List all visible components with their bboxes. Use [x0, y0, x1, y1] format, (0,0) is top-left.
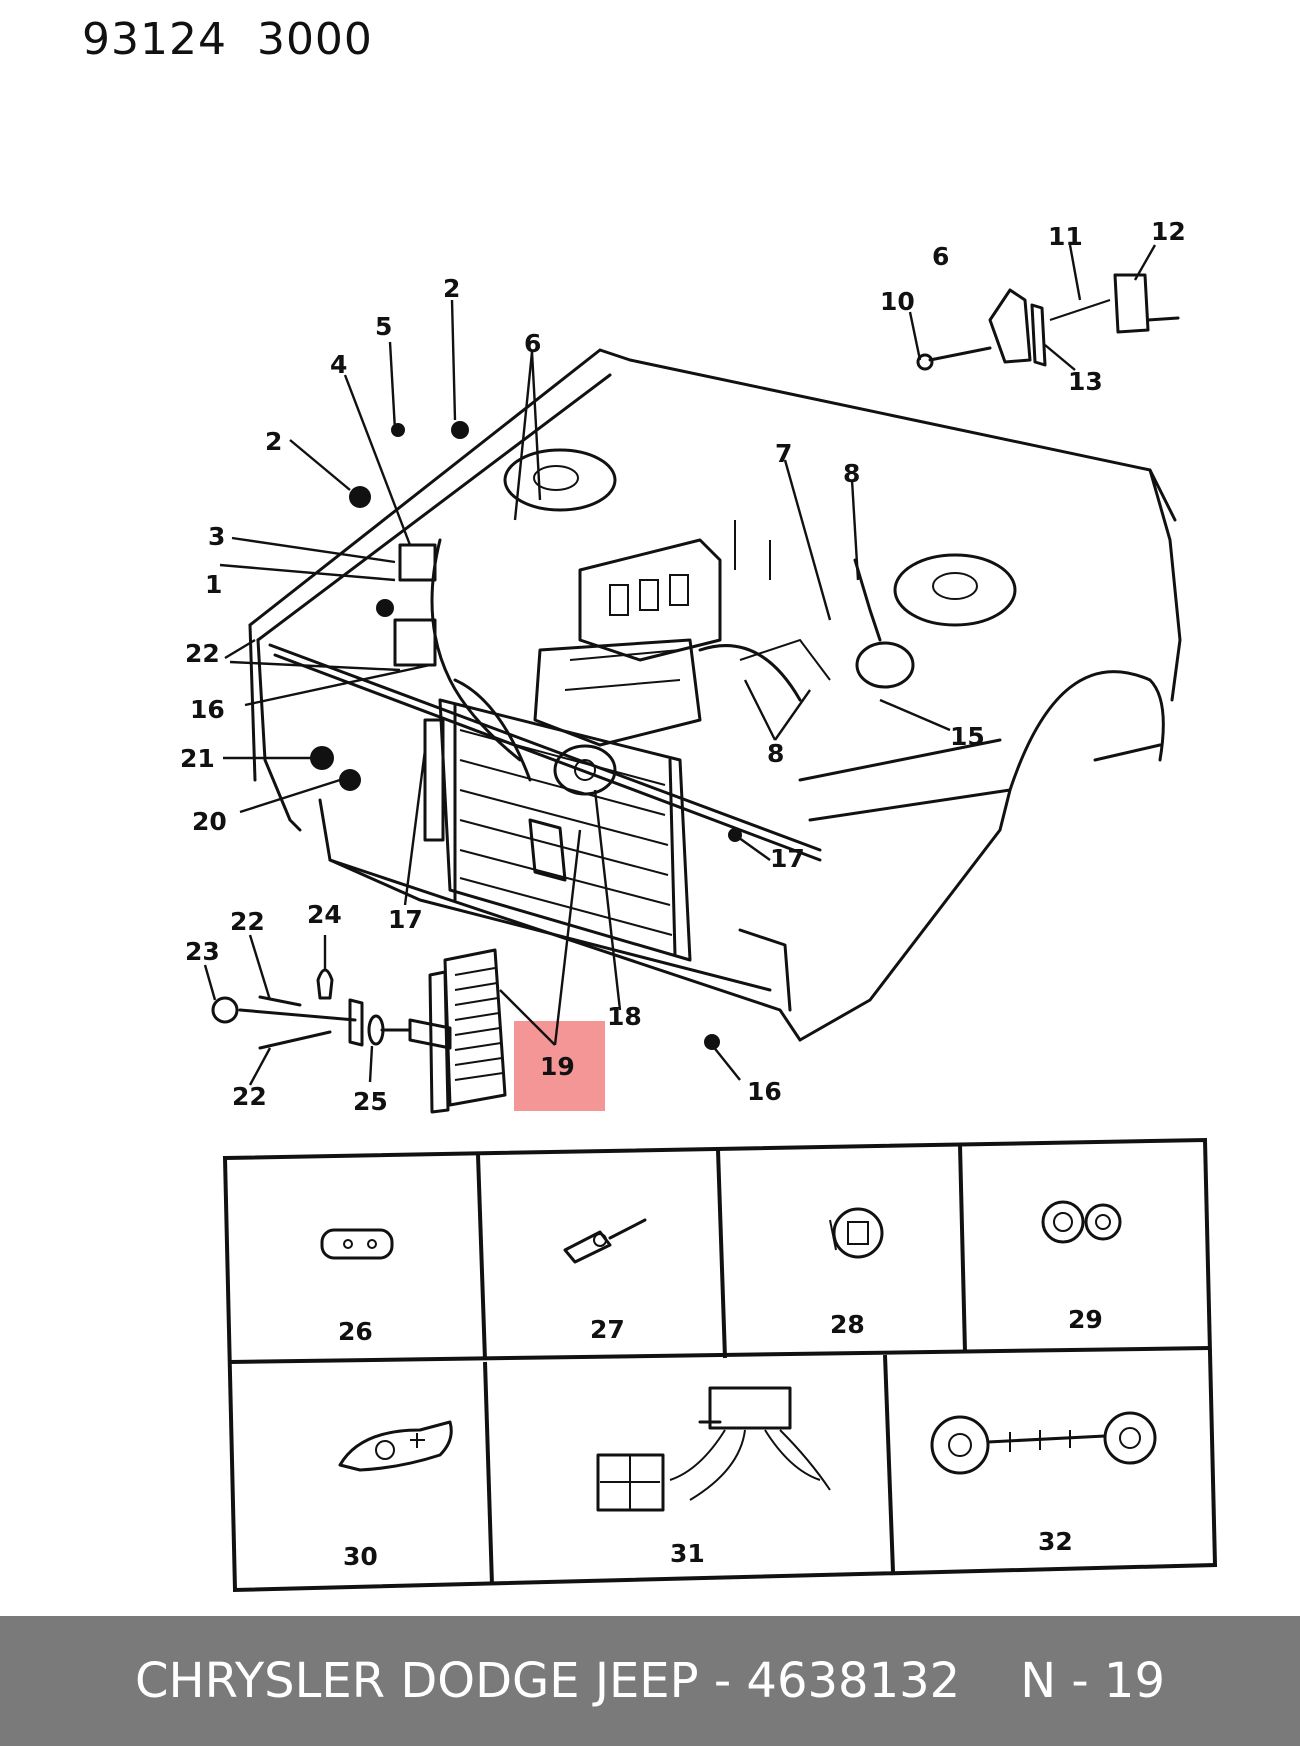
- part-32-illustration: [930, 1411, 1157, 1475]
- part-30-illustration: [338, 1420, 453, 1472]
- callout-5: 5: [375, 312, 392, 341]
- small-fasteners: [310, 421, 742, 1050]
- vehicle-body-drawing: [248, 348, 1182, 1042]
- callout-11: 11: [1048, 222, 1083, 251]
- callout-23: 23: [185, 937, 220, 966]
- footer-page-number: N - 19: [1020, 1653, 1166, 1709]
- callout-2: 2: [443, 274, 460, 303]
- callout-21: 21: [180, 744, 215, 773]
- callout-4: 4: [330, 350, 347, 379]
- part-label-31: 31: [670, 1539, 705, 1568]
- callout-10: 10: [880, 287, 915, 316]
- callout-16: 16: [190, 695, 225, 724]
- callout-6: 6: [932, 242, 949, 271]
- document-code: 93124 3000: [82, 14, 373, 65]
- callout-13: 13: [1068, 367, 1103, 396]
- callout-1: 1: [205, 570, 222, 599]
- exploded-bracket-22-25: [211, 968, 412, 1050]
- callout-22: 22: [232, 1082, 267, 1111]
- callout-8: 8: [843, 459, 860, 488]
- part-29-illustration: [1041, 1200, 1122, 1244]
- callout-19: 19: [540, 1052, 575, 1081]
- footer-bar: CHRYSLER DODGE JEEP - 4638132 N - 19: [0, 1616, 1300, 1746]
- parts-grid-labels: 26 27 28 29 30 31 32: [338, 1305, 1103, 1571]
- part-28-illustration: [829, 1207, 884, 1259]
- callout-22: 22: [230, 907, 265, 936]
- callout-18: 18: [607, 1002, 642, 1031]
- part-label-32: 32: [1038, 1527, 1073, 1556]
- callout-17: 17: [770, 844, 805, 873]
- callout-15: 15: [950, 722, 985, 751]
- footer-brand: CHRYSLER DODGE JEEP - 4638132: [134, 1653, 961, 1709]
- hood-latch-inset: [916, 273, 1180, 371]
- part-label-26: 26: [338, 1317, 373, 1346]
- part-label-29: 29: [1068, 1305, 1103, 1334]
- part-label-28: 28: [830, 1310, 865, 1339]
- callout-25: 25: [353, 1087, 388, 1116]
- callout-8: 8: [767, 739, 784, 768]
- callout-6: 6: [524, 329, 541, 358]
- engine-bay-exploded-diagram: 1 2 2 3 4 5 6 6 7 8 8 10 11 12 13 15 16 …: [180, 217, 1218, 1593]
- callout-3: 3: [208, 522, 225, 551]
- part-label-30: 30: [343, 1542, 378, 1571]
- part-27-illustration: [563, 1218, 647, 1264]
- callout-22: 22: [185, 639, 220, 668]
- part-label-27: 27: [590, 1315, 625, 1344]
- part-26-illustration: [320, 1228, 394, 1260]
- callout-12: 12: [1151, 217, 1186, 246]
- highlight-part-19: [514, 1021, 605, 1111]
- exploded-condenser-19: [408, 948, 507, 1114]
- callout-lines: [203, 244, 1157, 1086]
- callout-20: 20: [192, 807, 227, 836]
- part-31-illustration: [596, 1386, 831, 1512]
- callout-16: 16: [747, 1077, 782, 1106]
- parts-grid: [222, 1137, 1218, 1593]
- callout-17: 17: [388, 905, 423, 934]
- callout-labels: 1 2 2 3 4 5 6 6 7 8 8 10 11 12 13 15 16 …: [180, 217, 1186, 1116]
- condenser-drawing: [423, 698, 692, 962]
- callout-2: 2: [265, 427, 282, 456]
- callout-7: 7: [775, 439, 792, 468]
- callout-24: 24: [307, 900, 342, 929]
